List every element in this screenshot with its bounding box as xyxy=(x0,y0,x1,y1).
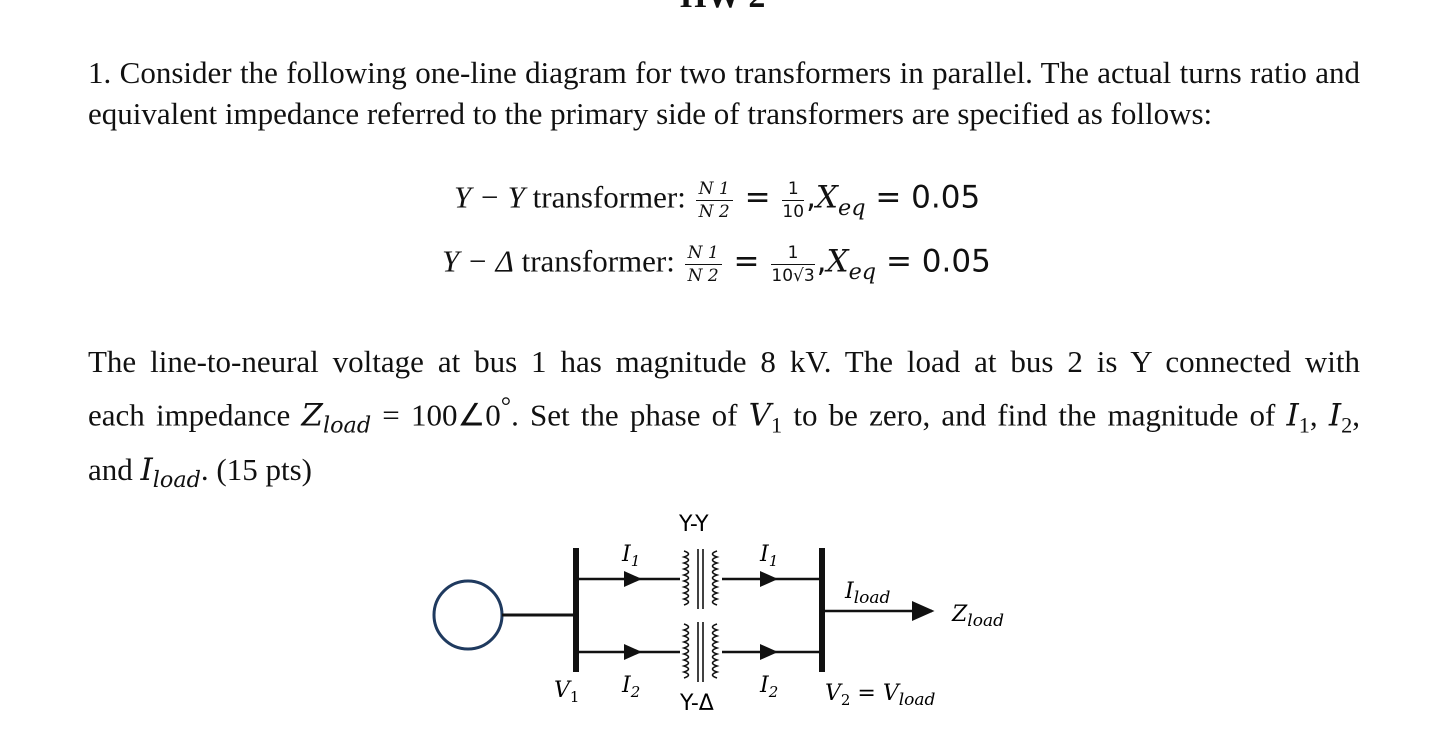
problem-intro: 1. Consider the following one-line diagr… xyxy=(88,55,1360,131)
q-trailing-comma: , xyxy=(1352,397,1361,433)
q-v1-sub: 1 xyxy=(771,412,783,438)
question-line-2: each impedance Zload = 100∠0°. Set the p… xyxy=(88,384,1360,448)
generator-source xyxy=(432,579,504,651)
label-iload: Iload xyxy=(844,579,891,608)
arrow-i1 xyxy=(624,571,642,587)
q-zload: Z xyxy=(301,397,323,434)
label-i1: I1 xyxy=(621,542,640,570)
eq2-xeq-sub: eq xyxy=(848,258,877,285)
eq2-value-num: 1 xyxy=(771,242,815,265)
eq2-label-word: transformer: xyxy=(513,243,683,279)
q-text-a: each impedance xyxy=(88,397,302,433)
eq2-label-prefix: Y − Δ xyxy=(442,243,514,279)
q-zload-value: = 100∠0 xyxy=(371,397,501,433)
question-line-3: and Iload. (15 pts) xyxy=(88,448,1360,502)
eq2-xeq: X xyxy=(826,243,849,280)
label-i2-prime: I2 xyxy=(759,673,778,701)
label-yy: Y-Y xyxy=(678,512,709,537)
q-text-b: . Set the phase of xyxy=(511,397,749,433)
eq1-ratio-den: N 2 xyxy=(698,202,730,222)
eq2-ratio-den: N 2 xyxy=(687,266,719,286)
q-text-c: to be zero, and find the magnitude of xyxy=(782,397,1287,433)
eq1-xeq-sub: eq xyxy=(838,194,866,221)
eq1-label-prefix: Y − Y xyxy=(454,179,525,215)
eq1-ratio-num: N 1 xyxy=(695,178,733,201)
eq1-value-den: 10 xyxy=(782,202,805,222)
q-text-e: . (15 pts) xyxy=(200,451,312,487)
q-i2: I xyxy=(1328,397,1342,434)
eq1-xeq-value: = 0.05 xyxy=(865,179,981,216)
question-line-1: The line-to-neural voltage at bus 1 has … xyxy=(88,344,1360,379)
label-v1: V1 xyxy=(554,678,579,706)
eq1-label-word: transformer: xyxy=(524,179,694,215)
q-i1-sub: 1 xyxy=(1298,412,1310,438)
arrow-i1-prime xyxy=(760,571,778,587)
q-degree: ° xyxy=(500,391,512,420)
eq2-value-den: 10√3 xyxy=(771,266,815,286)
q-i1: I xyxy=(1286,397,1299,434)
eq2-xeq-value: = 0.05 xyxy=(876,243,991,280)
problem-question: The line-to-neural voltage at bus 1 has … xyxy=(88,340,1360,502)
q-v1: V xyxy=(748,397,772,434)
label-i2: I2 xyxy=(621,673,640,701)
q-text-d: and xyxy=(88,451,141,487)
q-iload: I xyxy=(140,451,153,488)
eq2-ratio-num: N 1 xyxy=(684,242,722,265)
label-zload: Zload xyxy=(951,602,1004,631)
eq1-value-num: 1 xyxy=(782,178,805,201)
label-yd: Y-Δ xyxy=(679,691,714,716)
arrow-i2 xyxy=(624,644,642,660)
page-title-fragment: HW 2 xyxy=(680,0,765,16)
eq1-xeq: X xyxy=(815,179,838,216)
arrow-i2-prime xyxy=(760,644,778,660)
transformer-yd-symbol xyxy=(681,622,720,682)
q-comma: , xyxy=(1309,397,1329,433)
label-v2-vload: V2 = Vload xyxy=(825,681,936,710)
label-i1-prime: I1 xyxy=(759,542,778,570)
q-iload-sub: load xyxy=(152,466,201,493)
transformer-yy-symbol xyxy=(681,549,720,609)
q-zload-sub: load xyxy=(322,412,372,439)
q-i2-sub: 2 xyxy=(1341,412,1353,438)
